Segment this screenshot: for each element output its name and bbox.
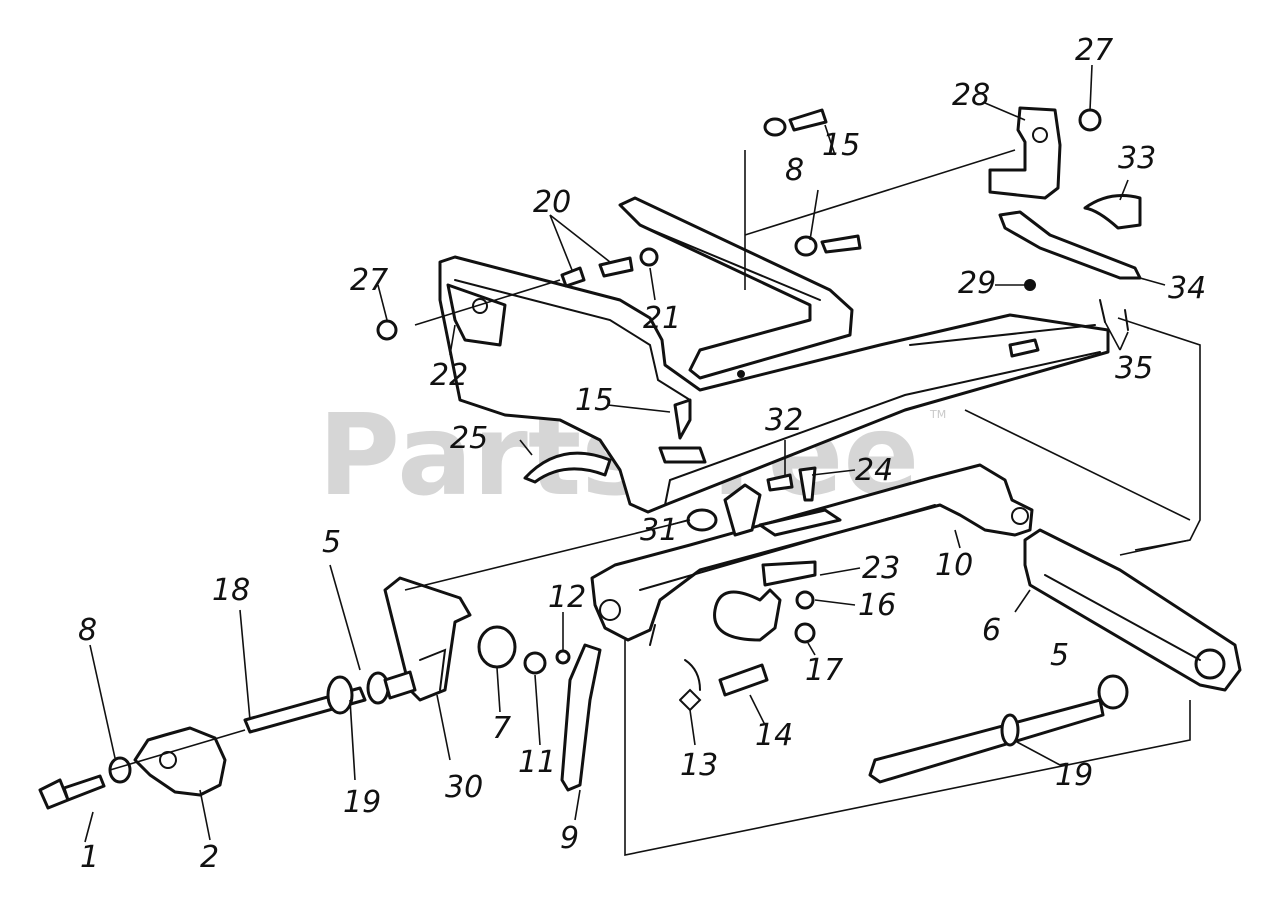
callout-24: 24: [855, 453, 893, 488]
callout-5-right: 5: [1050, 638, 1069, 673]
bolt-20a: [560, 266, 586, 288]
main-frame: [438, 196, 1110, 514]
callout-9: 9: [560, 821, 579, 856]
bracket-22: [446, 283, 507, 347]
callout-13: 13: [680, 748, 718, 783]
arm-6-hub: [1194, 648, 1226, 680]
bolt-1: [38, 774, 106, 810]
callout-2: 2: [200, 840, 219, 875]
shaft-19: [868, 698, 1105, 784]
callout-21: 21: [643, 301, 681, 336]
part-33: [1083, 194, 1142, 230]
callout-16: 16: [858, 588, 896, 623]
washer-16: [795, 590, 815, 610]
collar-19: [326, 675, 354, 715]
part-31: [686, 508, 718, 532]
rivet-29: [1024, 279, 1036, 291]
spring-13: [679, 659, 702, 712]
arm-6: [1023, 528, 1242, 692]
callout-23: 23: [862, 551, 900, 586]
callout-15-top: 15: [822, 128, 860, 163]
callout-33: 33: [1118, 141, 1156, 176]
nut-11: [523, 651, 547, 675]
callout-15-lower: 15: [575, 383, 613, 418]
washer-12: [555, 649, 571, 665]
link-9: [560, 643, 602, 792]
callout-30: 30: [445, 770, 483, 805]
washer-8: [108, 756, 132, 784]
callouts: 1 2 5 5 6 7 8 8 8 9 10 11 12 13 14 15 15…: [78, 33, 1206, 875]
nut-17: [794, 622, 816, 644]
bolt-32: [766, 473, 794, 492]
callout-28: 28: [952, 78, 990, 113]
bearing-7: [477, 625, 517, 669]
callout-27-left: 27: [350, 263, 388, 298]
callout-8-left: 8: [78, 613, 97, 648]
pulley-2: [133, 726, 227, 797]
axle-end-hole: [1011, 507, 1029, 525]
callout-7: 7: [492, 711, 511, 746]
callout-10: 10: [935, 548, 973, 583]
callout-34: 34: [1168, 271, 1206, 306]
bolt-20b: [598, 256, 634, 278]
callout-11: 11: [518, 745, 556, 780]
watermark-trademark: TM: [929, 408, 946, 421]
bushing-5: [366, 671, 390, 705]
callout-18: 18: [212, 573, 250, 608]
plate-24: [758, 508, 842, 537]
callout-31: 31: [640, 513, 678, 548]
bracket-30: [383, 576, 472, 702]
callout-5-left: 5: [322, 525, 341, 560]
nut-27-left: [376, 319, 398, 341]
washer-8-mid: [794, 235, 818, 257]
callout-6: 6: [982, 613, 1001, 648]
bolt-15-top: [788, 108, 828, 132]
bushing-5b: [1097, 674, 1129, 710]
callout-1: 1: [80, 840, 99, 875]
bracket-28: [988, 106, 1062, 200]
bolt-15-lower: [673, 398, 692, 440]
callout-32: 32: [765, 403, 803, 438]
callout-25: 25: [450, 421, 488, 456]
callout-12: 12: [548, 580, 586, 615]
bolt-14: [718, 663, 769, 697]
bolt-15-mid: [820, 234, 862, 254]
axle-hole: [599, 599, 621, 621]
leader-lines: [84, 64, 1166, 843]
callout-8-mid: 8: [785, 153, 804, 188]
callout-22: 22: [430, 358, 468, 393]
callout-29: 29: [958, 266, 996, 301]
callout-17: 17: [805, 653, 843, 688]
nut-27-right: [1078, 108, 1102, 132]
callout-19-left: 19: [343, 785, 381, 820]
bracket-hole: [472, 298, 488, 314]
hook-23: [713, 588, 782, 642]
washer-21: [639, 247, 659, 267]
washer-8-top: [763, 117, 787, 137]
callout-20: 20: [533, 185, 571, 220]
callout-19-right: 19: [1055, 758, 1093, 793]
callout-27-right: 27: [1075, 33, 1113, 68]
callout-35: 35: [1115, 351, 1153, 386]
callout-14: 14: [755, 718, 793, 753]
bolt-24: [798, 466, 817, 502]
curved-bar-25: [523, 451, 612, 484]
